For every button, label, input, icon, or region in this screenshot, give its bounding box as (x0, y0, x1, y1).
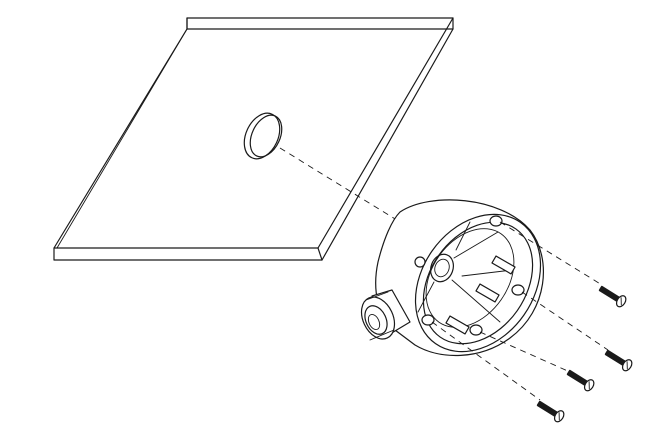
drill-hole (243, 112, 283, 160)
junction-box (375, 199, 544, 357)
cable-gland (360, 289, 411, 341)
screw-3 (566, 369, 595, 392)
screw-alignment-lines (431, 221, 609, 401)
screw-4 (536, 400, 565, 423)
hole-alignment-line (279, 147, 401, 223)
screw-1 (598, 285, 627, 308)
screw-2 (604, 349, 633, 372)
